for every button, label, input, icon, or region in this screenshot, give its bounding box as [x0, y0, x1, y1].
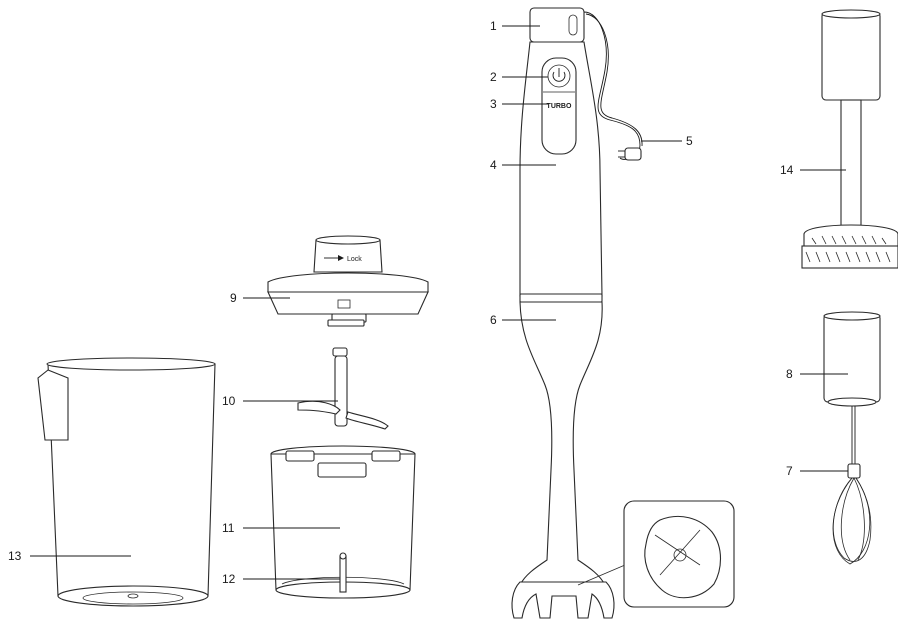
- label-7: 7: [786, 464, 793, 478]
- puree-attachment: [802, 10, 898, 268]
- label-4: 4: [490, 158, 497, 172]
- hand-blender: TURBO: [512, 8, 734, 618]
- turbo-label: TURBO: [547, 103, 572, 110]
- label-13: 13: [8, 549, 22, 563]
- label-2: 2: [490, 70, 497, 84]
- label-14: 14: [780, 163, 794, 177]
- label-10: 10: [222, 394, 236, 408]
- label-8: 8: [786, 367, 793, 381]
- whisk: [833, 406, 871, 564]
- beaker: [38, 358, 215, 606]
- label-9: 9: [230, 291, 237, 305]
- label-1: 1: [490, 19, 497, 33]
- label-11: 11: [222, 521, 235, 535]
- label-6: 6: [490, 313, 497, 327]
- label-5: 5: [686, 134, 693, 148]
- label-3: 3: [490, 97, 497, 111]
- chopper-bowl: [271, 446, 415, 598]
- plug-icon: [618, 148, 641, 160]
- chopper-blade: [298, 348, 388, 429]
- label-12: 12: [222, 572, 236, 586]
- lock-label: Lock: [347, 256, 362, 263]
- whisk-adapter: [824, 312, 880, 406]
- chopper-lid: Lock: [268, 236, 428, 326]
